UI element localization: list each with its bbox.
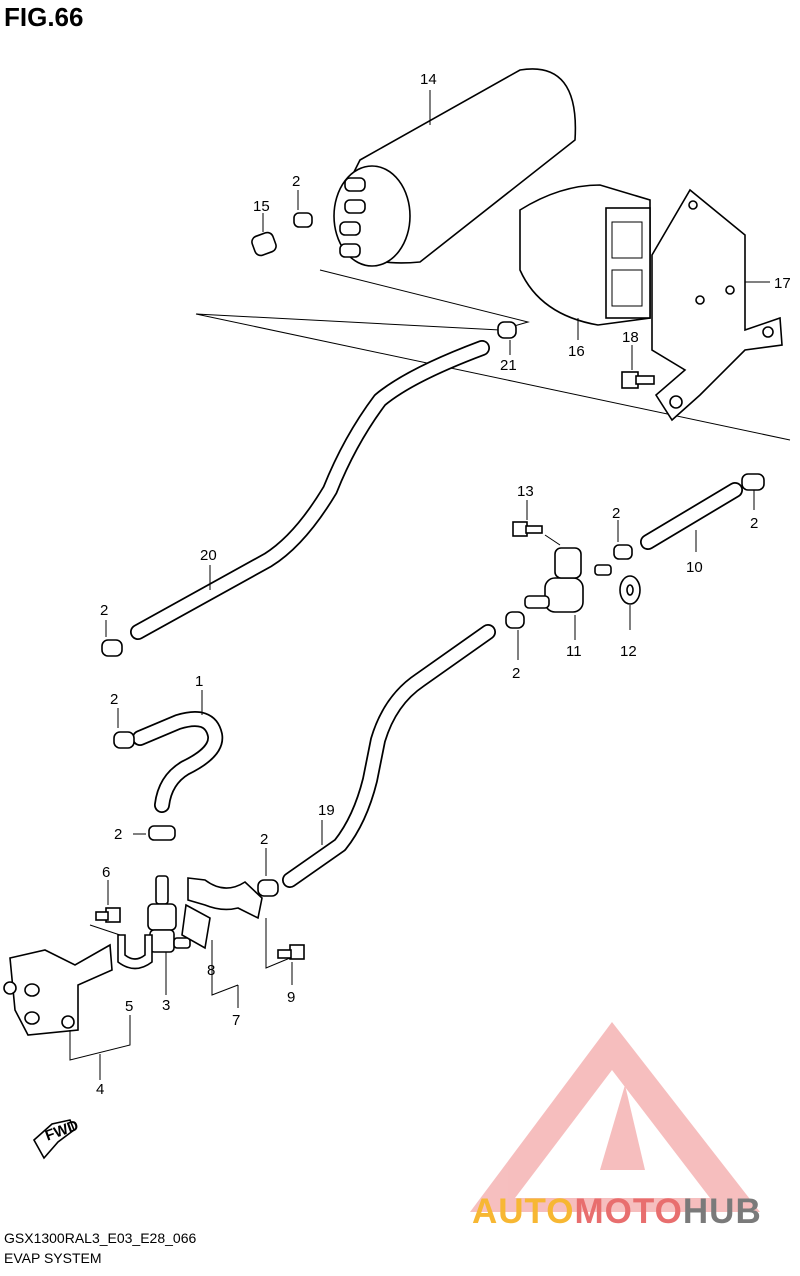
hose-part-10[interactable] bbox=[640, 482, 743, 552]
callout-2: 2 bbox=[292, 173, 300, 190]
hose-part-19[interactable] bbox=[282, 624, 496, 888]
callout-17: 17 bbox=[774, 275, 791, 292]
callout-10: 10 bbox=[686, 559, 703, 576]
bolt-part-18[interactable] bbox=[621, 345, 655, 389]
canister-part-14[interactable] bbox=[333, 68, 577, 267]
callout-11: 11 bbox=[566, 643, 582, 660]
callout-5: 5 bbox=[125, 998, 133, 1015]
clamp-part-5[interactable] bbox=[117, 934, 153, 1040]
bracket-part-4[interactable] bbox=[3, 943, 131, 1080]
watermark-logo bbox=[470, 1022, 760, 1212]
callout-2: 2 bbox=[110, 691, 118, 708]
hose-clamp-part-2-set[interactable] bbox=[101, 190, 765, 897]
wordmark-part-moto: MOTO bbox=[574, 1192, 683, 1231]
callout-2: 2 bbox=[512, 665, 520, 682]
callout-2: 2 bbox=[114, 826, 122, 843]
callout-14: 14 bbox=[420, 71, 437, 88]
wordmark-part-hub: HUB bbox=[682, 1192, 762, 1231]
screw-part-13[interactable] bbox=[512, 500, 561, 546]
callout-2: 2 bbox=[260, 831, 268, 848]
holder-part-16[interactable] bbox=[519, 184, 651, 340]
callout-6: 6 bbox=[102, 864, 110, 881]
hose-part-20[interactable] bbox=[130, 340, 490, 640]
callout-12: 12 bbox=[620, 643, 637, 660]
callout-21: 21 bbox=[500, 357, 517, 374]
footer: GSX1300RAL3_E03_E28_066 EVAP SYSTEM bbox=[4, 1228, 196, 1268]
bolt-part-6[interactable] bbox=[95, 880, 121, 923]
callout-19: 19 bbox=[318, 802, 335, 819]
callout-1: 1 bbox=[195, 673, 203, 690]
callout-15: 15 bbox=[253, 198, 270, 215]
callout-8: 8 bbox=[207, 962, 215, 979]
bolt-part-9[interactable] bbox=[277, 944, 305, 985]
callout-16: 16 bbox=[568, 343, 585, 360]
bracket-part-17[interactable] bbox=[651, 188, 783, 422]
hose-part-1[interactable] bbox=[132, 690, 224, 813]
fwd-arrow-icon: FWD bbox=[32, 1117, 81, 1160]
fwd-arrow-label: FWD bbox=[43, 1117, 81, 1145]
clamp-part-7-8[interactable] bbox=[181, 877, 291, 1008]
callout-20: 20 bbox=[200, 547, 217, 564]
callout-2: 2 bbox=[612, 505, 620, 522]
valve-part-11[interactable] bbox=[524, 547, 612, 640]
section-name: EVAP SYSTEM bbox=[4, 1250, 102, 1266]
callout-18: 18 bbox=[622, 329, 639, 346]
washer-part-12[interactable] bbox=[619, 575, 641, 630]
cap-part-15[interactable] bbox=[250, 213, 278, 257]
callout-2: 2 bbox=[100, 602, 108, 619]
watermark-wordmark: AUTOMOTOHUB bbox=[472, 1192, 762, 1232]
wordmark-part-auto: AUTO bbox=[472, 1192, 575, 1231]
callout-3: 3 bbox=[162, 997, 170, 1014]
callout-numbers: 1 2 2 2 2 2 2 2 2 3 4 5 6 7 8 9 10 11 12… bbox=[96, 71, 791, 1098]
callout-2: 2 bbox=[750, 515, 758, 532]
figure-title: FIG.66 bbox=[4, 2, 84, 32]
model-code: GSX1300RAL3_E03_E28_066 bbox=[4, 1230, 197, 1246]
callout-13: 13 bbox=[517, 483, 534, 500]
callout-9: 9 bbox=[287, 989, 295, 1006]
callout-4: 4 bbox=[96, 1081, 104, 1098]
callout-7: 7 bbox=[232, 1012, 240, 1029]
valve-part-3[interactable] bbox=[147, 875, 191, 995]
